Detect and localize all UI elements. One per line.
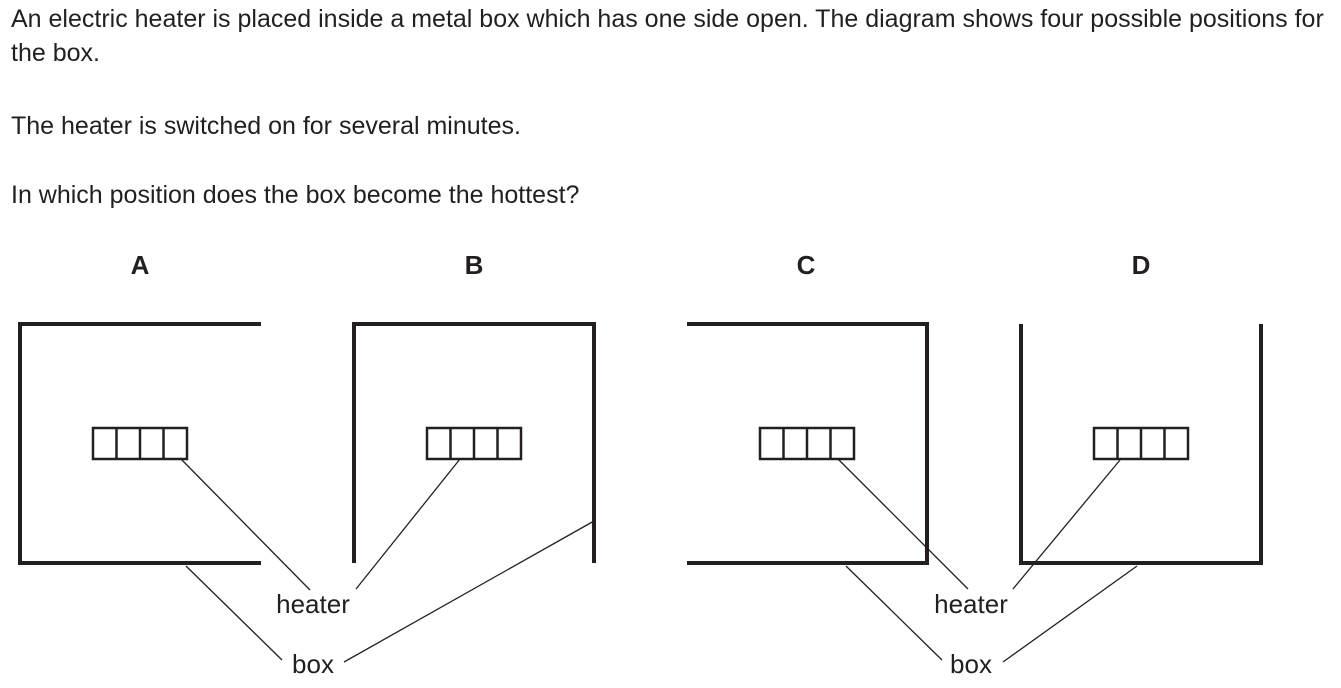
leader-heater-a	[179, 457, 311, 591]
option-label-a: A	[130, 250, 150, 280]
option-label-b: B	[464, 250, 484, 280]
option-label-c: C	[796, 250, 816, 280]
box-c	[687, 322, 929, 565]
box-d	[1019, 324, 1263, 565]
leader-heater-c	[837, 458, 969, 590]
leader-heater-b	[355, 458, 461, 590]
question-statement: The heater is switched on for several mi…	[11, 112, 521, 140]
callout-heater-left: heater	[276, 589, 350, 619]
box-a	[18, 322, 261, 565]
heater-c	[758, 426, 856, 461]
callout-heater-right: heater	[934, 589, 1008, 619]
leader-heater-d	[1012, 459, 1121, 590]
question-intro: An electric heater is placed inside a me…	[11, 5, 1324, 67]
box-b	[352, 322, 596, 563]
leader-box-c	[845, 565, 943, 661]
callout-box-right: box	[950, 649, 992, 679]
leader-box-d	[1002, 565, 1138, 663]
leader-box-a	[185, 565, 283, 661]
callout-box-left: box	[292, 649, 334, 679]
heater-a	[91, 426, 189, 461]
leader-lines-right	[837, 458, 1138, 663]
leader-lines-left	[179, 457, 595, 663]
heater-b	[425, 426, 523, 461]
question-prompt: In which position does the box become th…	[11, 181, 580, 209]
option-label-d: D	[1131, 250, 1151, 280]
heater-d	[1092, 426, 1190, 461]
leader-box-b	[343, 520, 595, 663]
